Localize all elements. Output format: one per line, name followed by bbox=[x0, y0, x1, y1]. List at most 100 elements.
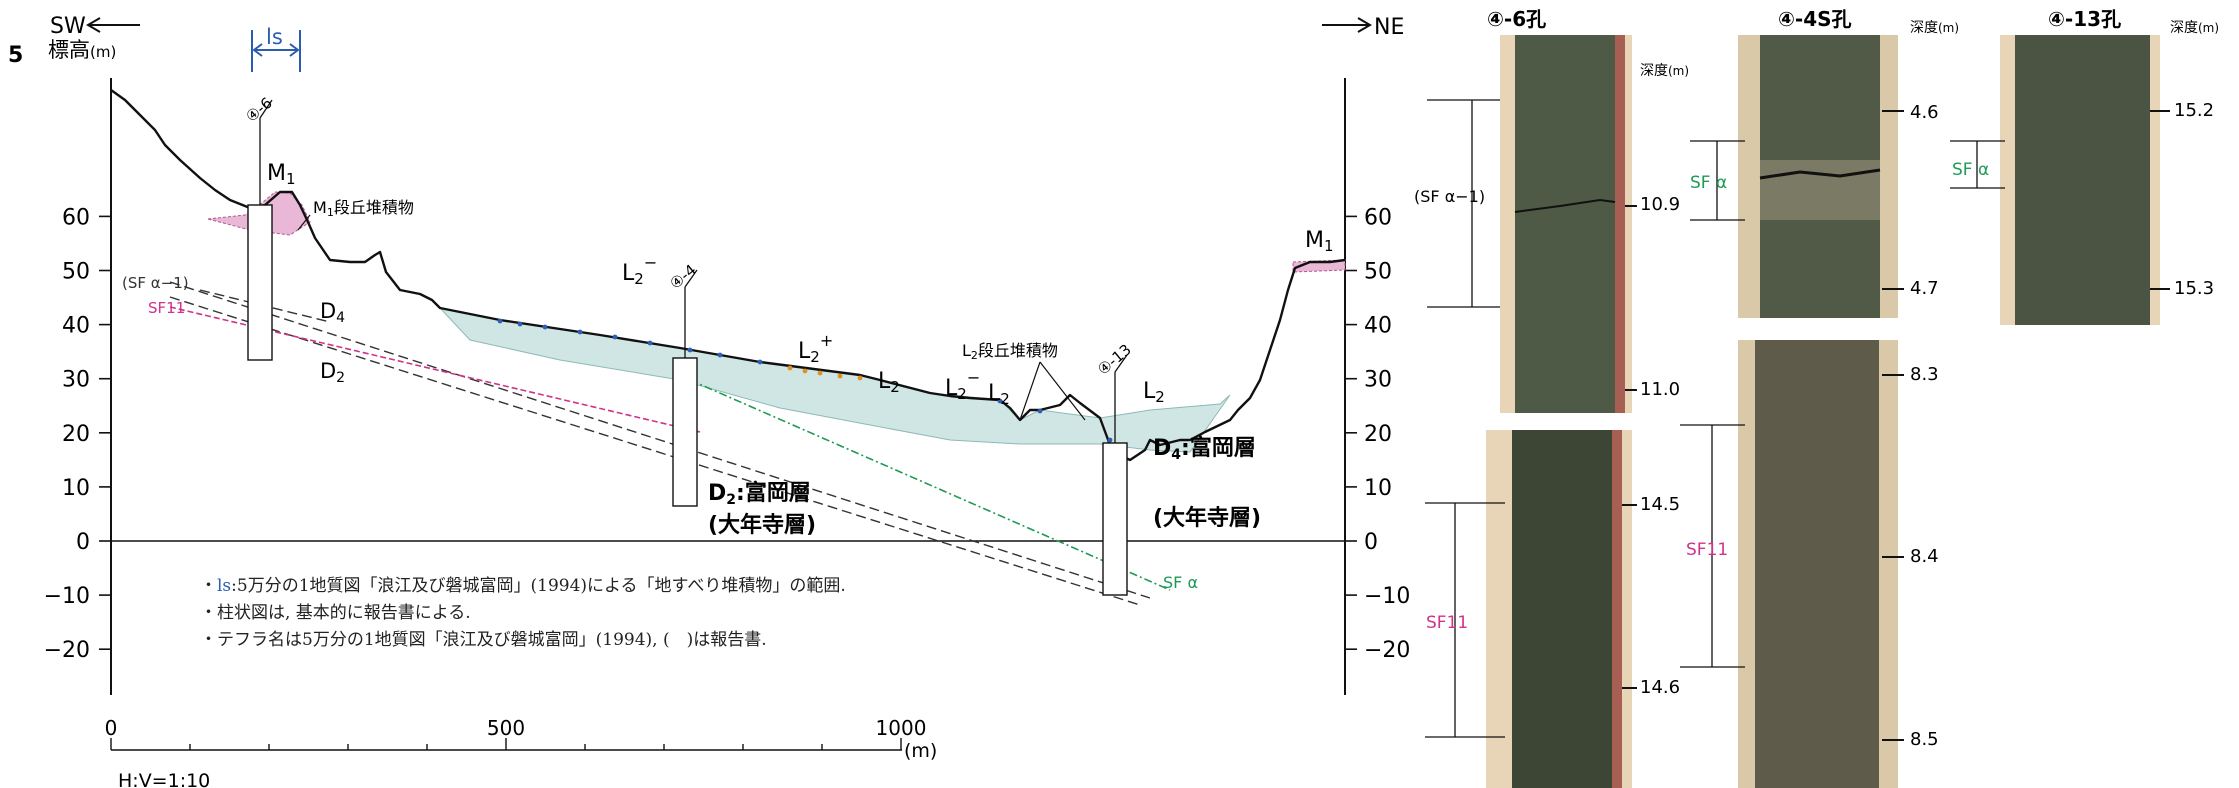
hole4s-depth-label: 深度(m) bbox=[1910, 20, 1959, 36]
hole6-depth-11-0: 11.0 bbox=[1640, 379, 1680, 400]
sf11-label: SF11 bbox=[148, 299, 185, 317]
borehole-6-label: ④-6 bbox=[242, 94, 275, 126]
notes-block: ・ls:5万分の1地質図「浪江及び磐城富岡」(1994)による「地すべり堆積物」… bbox=[200, 573, 1100, 654]
hole6-title: ④-6孔 bbox=[1487, 7, 1546, 31]
hole13-title: ④-13孔 bbox=[2048, 7, 2121, 31]
m1-deposit-pointer bbox=[297, 214, 311, 231]
direction-ne-label: NE bbox=[1374, 15, 1404, 40]
scale-text: H:V=1:10 bbox=[118, 770, 210, 788]
hole6-depth-14-6: 14.6 bbox=[1640, 677, 1680, 698]
sw-arrow-head bbox=[86, 17, 101, 33]
hole6-top-marker: (SF α−1) bbox=[1414, 187, 1485, 206]
hole6-depth-label: 深度(m) bbox=[1640, 63, 1689, 79]
hole4s-depth-8-3: 8.3 bbox=[1910, 364, 1939, 385]
y-tick-label-left: 60 bbox=[62, 205, 90, 230]
hole6-bottom-marker: SF11 bbox=[1426, 613, 1468, 633]
y-tick-label-left: 10 bbox=[62, 476, 90, 501]
x-axis-unit: (m) bbox=[904, 740, 937, 762]
d2-label: D2 bbox=[320, 359, 345, 386]
d2-boundary-lower bbox=[169, 296, 1141, 606]
note-line-2: ・柱状図は, 基本的に報告書による. bbox=[200, 603, 471, 623]
y-tick-label-left: 40 bbox=[62, 314, 90, 339]
m1-right-label: M1 bbox=[1305, 228, 1334, 255]
ls-arrow-head-left bbox=[252, 43, 263, 57]
y-tick-label-left: −10 bbox=[44, 584, 90, 609]
y-tick-label-right: 10 bbox=[1364, 476, 1392, 501]
y-tick-label-left: 50 bbox=[62, 260, 90, 285]
y-tick-label-right: −10 bbox=[1364, 584, 1410, 609]
y-tick-label-left: 0 bbox=[76, 530, 90, 555]
hole4s-title: ④-4S孔 bbox=[1778, 7, 1852, 31]
y-tick-label-right: 40 bbox=[1364, 314, 1392, 339]
borehole-column-6 bbox=[247, 204, 273, 361]
hole6-core-top-edge bbox=[1615, 35, 1625, 413]
terrace-orange-dots bbox=[787, 365, 863, 381]
ls-arrow-head-right bbox=[289, 43, 300, 57]
hole4s-top-marker: SF α bbox=[1690, 173, 1727, 193]
hole4s-core-crack bbox=[1759, 168, 1881, 180]
y-tick-label-right: −20 bbox=[1364, 638, 1410, 663]
note-line-3: ・テフラ名は5万分の1地質図「浪江及び磐城富岡」(1994), ( )は報告書. bbox=[200, 630, 767, 650]
hole13-depth-15-3: 15.3 bbox=[2174, 278, 2214, 299]
elevation-label: 標高(m) bbox=[48, 38, 116, 62]
direction-sw-label: SW bbox=[50, 14, 86, 39]
terrace-gravel-dots bbox=[497, 318, 1113, 443]
borehole-6-leader-tip bbox=[259, 99, 273, 119]
ls-label: ls bbox=[266, 25, 283, 49]
y-tick-label-right: 60 bbox=[1364, 205, 1392, 230]
borehole-column-4 bbox=[672, 357, 698, 507]
core-panel-hole4s: ④-4S孔 深度(m) 4.6 4.7 SF α 8.3 8.4 8.5 SF1… bbox=[1680, 7, 1959, 788]
l2-label-a: L2 bbox=[878, 369, 900, 396]
y-tick-label-left: 20 bbox=[62, 422, 90, 447]
sf-alpha-label: SF α bbox=[1163, 573, 1198, 592]
y-tick-label-left: 30 bbox=[62, 368, 90, 393]
l2-plus-label: L2+ bbox=[798, 331, 833, 366]
ne-arrow-head bbox=[1357, 17, 1372, 33]
hole4s-depth-4-7: 4.7 bbox=[1910, 278, 1939, 299]
x-tick-label: 500 bbox=[487, 716, 525, 740]
borehole-4-leader-tip bbox=[684, 269, 698, 288]
note-line-1-text: :5万分の1地質図「浪江及び磐城富岡」(1994)による「地すべり堆積物」の範囲… bbox=[231, 576, 846, 596]
note-bullet: ・ bbox=[200, 576, 217, 596]
l2-deposit-pointer-a bbox=[1019, 361, 1041, 421]
y-tick-label-right: 50 bbox=[1364, 260, 1392, 285]
topographic-profile bbox=[110, 89, 1346, 462]
l2-deposit-label: L2段丘堆積物 bbox=[962, 341, 1058, 362]
hole4s-core-crack-zone bbox=[1760, 160, 1880, 220]
l2-minus-label-2: L2− bbox=[945, 368, 980, 403]
l2-label-c: L2 bbox=[1143, 379, 1165, 406]
hole4s-core-bottom bbox=[1755, 340, 1879, 788]
core-panel-hole13: ④-13孔 深度(m) 15.2 15.3 SF α bbox=[1950, 7, 2219, 325]
hole13-depth-label: 深度(m) bbox=[2170, 20, 2219, 36]
d2-formation-sub-label: (大年寺層) bbox=[708, 512, 816, 538]
core-panel-hole6: ④-6孔 深度(m) 10.9 11.0 (SF α−1) 14.5 14.6 … bbox=[1414, 7, 1689, 788]
l2-minus-label-1: L2− bbox=[622, 253, 657, 288]
y-tick-label-left: −20 bbox=[44, 638, 90, 663]
x-tick-label: 0 bbox=[105, 716, 118, 740]
hole6-core-bottom bbox=[1512, 430, 1612, 788]
d2-formation-label: D2:富岡層 bbox=[708, 480, 811, 508]
hole6-core-bottom-edge bbox=[1612, 430, 1622, 788]
sf-alpha-1-label: (SF α−1) bbox=[122, 274, 189, 292]
m1-left-label: M1 bbox=[267, 161, 296, 188]
m1-deposit-label: M1段丘堆積物 bbox=[313, 198, 414, 219]
hole6-depth-14-5: 14.5 bbox=[1640, 494, 1680, 515]
hole4s-depth-8-4: 8.4 bbox=[1910, 546, 1939, 567]
y-tick-label-right: 0 bbox=[1364, 530, 1378, 555]
hole4s-bottom-marker: SF11 bbox=[1686, 540, 1728, 560]
hole13-marker: SF α bbox=[1952, 160, 1989, 180]
y-tick-label-right: 20 bbox=[1364, 422, 1392, 447]
l2-deposit-pointer-b bbox=[1039, 361, 1086, 421]
hole6-depth-10-9: 10.9 bbox=[1640, 194, 1680, 215]
borehole-column-13 bbox=[1102, 442, 1128, 596]
note-ls-prefix: ls bbox=[217, 576, 232, 596]
hole6-core-crack bbox=[1514, 198, 1616, 213]
note-line-1: ・ls:5万分の1地質図「浪江及び磐城富岡」(1994)による「地すべり堆積物」… bbox=[200, 573, 1100, 600]
borehole-13-leader-tip bbox=[1114, 354, 1128, 373]
d4-label: D4 bbox=[320, 299, 345, 326]
figure-number: 5 bbox=[8, 43, 23, 68]
d4-formation-sub-label: (大年寺層) bbox=[1153, 505, 1261, 531]
